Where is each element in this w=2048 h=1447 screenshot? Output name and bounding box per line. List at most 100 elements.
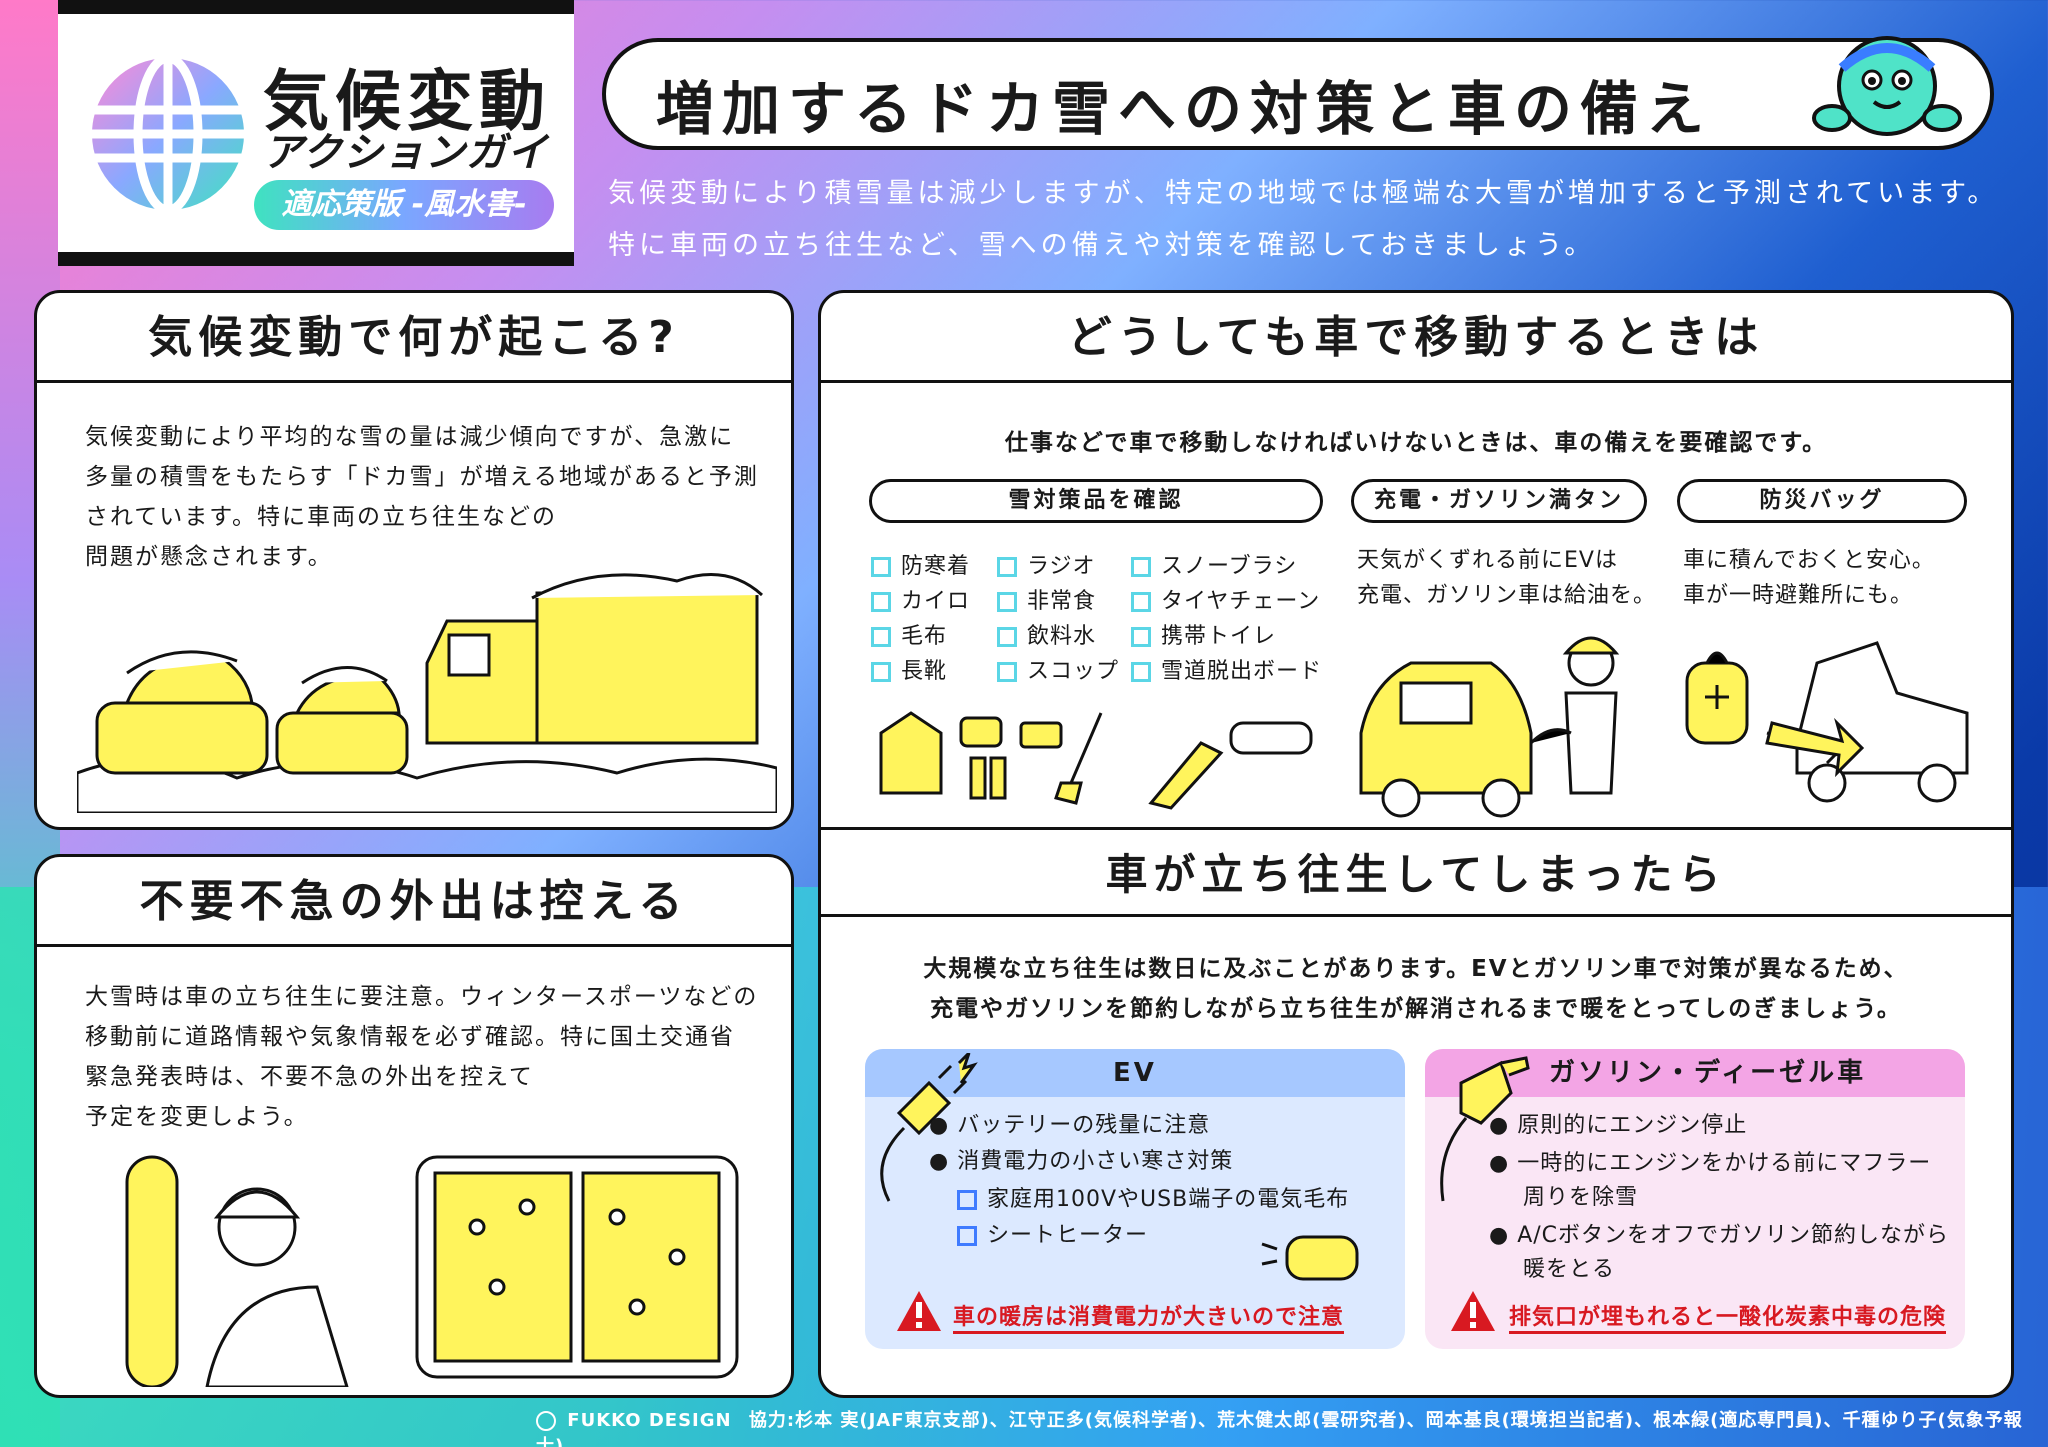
body-line: 移動前に道路情報や気象情報を必ず確認。特に国土交通省 <box>85 1024 735 1050</box>
checkbox-icon <box>1131 591 1151 612</box>
edition-badge: 適応策版 -風水害- <box>254 180 554 230</box>
bag-car-illustration <box>1685 641 1969 803</box>
check-item[interactable]: 飲料水 <box>997 619 1119 654</box>
intro-line: 特に車両の立ち往生など、雪への備えや対策を確認しておきましょう。 <box>608 230 1596 261</box>
gas-heading: ガソリン・ディーゼル車 <box>1425 1049 1965 1097</box>
body-line: されています。特に車両の立ち往生などの <box>85 504 558 530</box>
check-item[interactable]: スノーブラシ <box>1131 549 1322 584</box>
checklist-col3: スノーブラシ タイヤチェーン 携帯トイレ 雪道脱出ボード <box>1131 549 1322 689</box>
panel-lead: 仕事などで車で移動しなければいけないときは、車の備えを要確認です。 <box>1004 430 1828 456</box>
panel-driving: どうしても車で移動するときは 仕事などで車で移動しなければいけないときは、車の備… <box>818 290 2014 1398</box>
tag-fuel-charge: 充電・ガソリン満タン <box>1351 479 1647 523</box>
check-label: スノーブラシ <box>1161 554 1298 579</box>
ev-check[interactable]: 家庭用100VやUSB端子の電気毛布 <box>957 1183 1349 1217</box>
page-title: 増加するドカ雪への対策と車の備え <box>656 75 1713 143</box>
gas-card: ガソリン・ディーゼル車 ● 原則的にエンジン停止 ● 一時的にエンジンをかける前… <box>1425 1049 1965 1349</box>
gas-bullet: ● 一時的にエンジンをかける前にマフラー <box>1489 1151 1932 1176</box>
supplies-illustration <box>879 711 1313 810</box>
check-item[interactable]: 雪道脱出ボード <box>1131 654 1322 689</box>
warning-icon <box>1451 1291 1495 1331</box>
ev-bullet-text: 消費電力の小さい寒さ対策 <box>957 1149 1234 1174</box>
globe-icon <box>92 54 244 214</box>
fuel-text: 天気がくずれる前にEVは 充電、ガソリン車は給油を。 <box>1357 543 1656 613</box>
body-line: 予定を変更しよう。 <box>85 1104 309 1130</box>
checkbox-icon <box>957 1190 977 1210</box>
check-item[interactable]: カイロ <box>871 584 970 619</box>
lead-line: 大規模な立ち往生は数日に及ぶことがあります。EVとガソリン車で対策が異なるため、 <box>923 956 1909 982</box>
checkbox-icon <box>957 1226 977 1246</box>
gas-bullet-cont: 周りを除雪 <box>1523 1185 1639 1210</box>
title-banner: 増加するドカ雪への対策と車の備え <box>602 36 1994 150</box>
snowboard-window-illustration <box>125 1155 739 1387</box>
gas-bullet: ● 原則的にエンジン停止 <box>1489 1113 1748 1138</box>
check-label: カイロ <box>901 589 971 614</box>
lead-line: 充電やガソリンを節約しながら立ち往生が解消されるまで暖をとってしのぎましょう。 <box>930 996 1902 1022</box>
credits-text: 協力:杉本 実(JAF東京支部)、江守正多(気候科学者)、荒木健太郎(雲研究者)… <box>536 1410 2023 1447</box>
ev-bullet-text: バッテリーの残量に注意 <box>957 1113 1211 1138</box>
checkbox-icon <box>1131 626 1151 647</box>
check-item[interactable]: タイヤチェーン <box>1131 584 1322 619</box>
checklist-col1: 防寒着 カイロ 毛布 長靴 <box>871 549 970 689</box>
brand-name: FUKKO DESIGN <box>567 1410 732 1431</box>
panel-lead-2: 大規模な立ち往生は数日に及ぶことがあります。EVとガソリン車で対策が異なるため、… <box>821 949 2011 1029</box>
check-item[interactable]: 長靴 <box>871 654 970 689</box>
ev-card: EV ● バッテリーの残量に注意 ● 消費電力の小さい寒さ対策 家庭用100Vや… <box>865 1049 1405 1349</box>
check-item[interactable]: 非常食 <box>997 584 1119 619</box>
plug-icon <box>880 1053 978 1202</box>
checkbox-icon <box>1131 556 1151 577</box>
gas-bullet-cont: 暖をとる <box>1523 1257 1616 1282</box>
checkbox-icon <box>871 591 891 612</box>
mascot-icon <box>1812 36 1962 136</box>
logo-block: 気候変動 アクションガイド 適応策版 -風水害- <box>58 0 574 266</box>
check-item[interactable]: スコップ <box>997 654 1119 689</box>
fukko-design-logo <box>536 1411 556 1431</box>
body-line: 気候変動により平均的な雪の量は減少傾向ですが、急激に <box>85 424 735 450</box>
body-line: 多量の積雪をもたらす「ドカ雪」が増える地域があると予測 <box>85 464 759 490</box>
blanket-icon <box>1261 1235 1359 1281</box>
fuel-nozzle-icon <box>1440 1056 1530 1202</box>
gas-warning: 排気口が埋もれると一酸化炭素中毒の危険 <box>1509 1299 1947 1334</box>
panel-what-happens: 気候変動で何が起こる? 気候変動により平均的な雪の量は減少傾向ですが、急激に 多… <box>34 290 794 830</box>
panel-body: 気候変動により平均的な雪の量は減少傾向ですが、急激に 多量の積雪をもたらす「ドカ… <box>85 417 759 577</box>
panel-heading: どうしても車で移動するときは <box>821 293 2011 383</box>
gas-bullet-text: 原則的にエンジン停止 <box>1517 1113 1748 1138</box>
checkbox-icon <box>871 556 891 577</box>
check-item[interactable]: 防寒着 <box>871 549 970 584</box>
fuel-line: 充電、ガソリン車は給油を。 <box>1357 583 1657 608</box>
bag-line: 車に積んでおくと安心。 <box>1683 548 1935 573</box>
intro-text: 気候変動により積雪量は減少しますが、特定の地域では極端な大雪が増加すると予測され… <box>608 168 1998 272</box>
check-item[interactable]: ラジオ <box>997 549 1119 584</box>
checkbox-icon <box>871 626 891 647</box>
check-label: タイヤチェーン <box>1161 589 1321 614</box>
gas-bullet: ● A/Cボタンをオフでガソリン節約しながら <box>1489 1223 1950 1248</box>
body-line: 大雪時は車の立ち往生に要注意。ウィンタースポーツなどの <box>85 984 759 1010</box>
logo-title: 気候変動 <box>263 63 551 140</box>
section-heading: 車が立ち往生してしまったら <box>821 827 2011 917</box>
ev-warning: 車の暖房は消費電力が大きいので注意 <box>953 1299 1345 1334</box>
check-item[interactable]: 毛布 <box>871 619 970 654</box>
check-label: 非常食 <box>1027 589 1097 614</box>
bag-line: 車が一時避難所にも。 <box>1683 583 1914 608</box>
check-label: ラジオ <box>1027 554 1096 579</box>
panel-heading: 気候変動で何が起こる? <box>37 293 791 383</box>
check-label: 毛布 <box>901 624 948 649</box>
check-label: 飲料水 <box>1027 624 1097 649</box>
ev-bullet: ● 消費電力の小さい寒さ対策 <box>929 1149 1234 1174</box>
check-label: 雪道脱出ボード <box>1161 659 1323 684</box>
check-label: スコップ <box>1027 659 1120 684</box>
tag-snow-supplies: 雪対策品を確認 <box>869 479 1323 523</box>
gas-bullet-text: 一時的にエンジンをかける前にマフラー <box>1517 1151 1932 1176</box>
ev-heading: EV <box>865 1049 1405 1097</box>
checkbox-icon <box>997 591 1017 612</box>
check-label: 携帯トイレ <box>1161 624 1277 649</box>
ev-bullet: ● バッテリーの残量に注意 <box>929 1113 1211 1138</box>
tag-emergency-bag: 防災バッグ <box>1677 479 1967 523</box>
ev-check-text: 家庭用100VやUSB端子の電気毛布 <box>987 1187 1350 1212</box>
ev-check[interactable]: シートヒーター <box>957 1219 1148 1253</box>
warning-icon <box>897 1291 941 1331</box>
check-item[interactable]: 携帯トイレ <box>1131 619 1322 654</box>
gas-bullet-text: A/Cボタンをオフでガソリン節約しながら <box>1517 1223 1950 1248</box>
ev-check-text: シートヒーター <box>987 1223 1149 1248</box>
intro-line: 気候変動により積雪量は減少しますが、特定の地域では極端な大雪が増加すると予測され… <box>608 178 1999 209</box>
body-line: 問題が懸念されます。 <box>85 544 333 570</box>
